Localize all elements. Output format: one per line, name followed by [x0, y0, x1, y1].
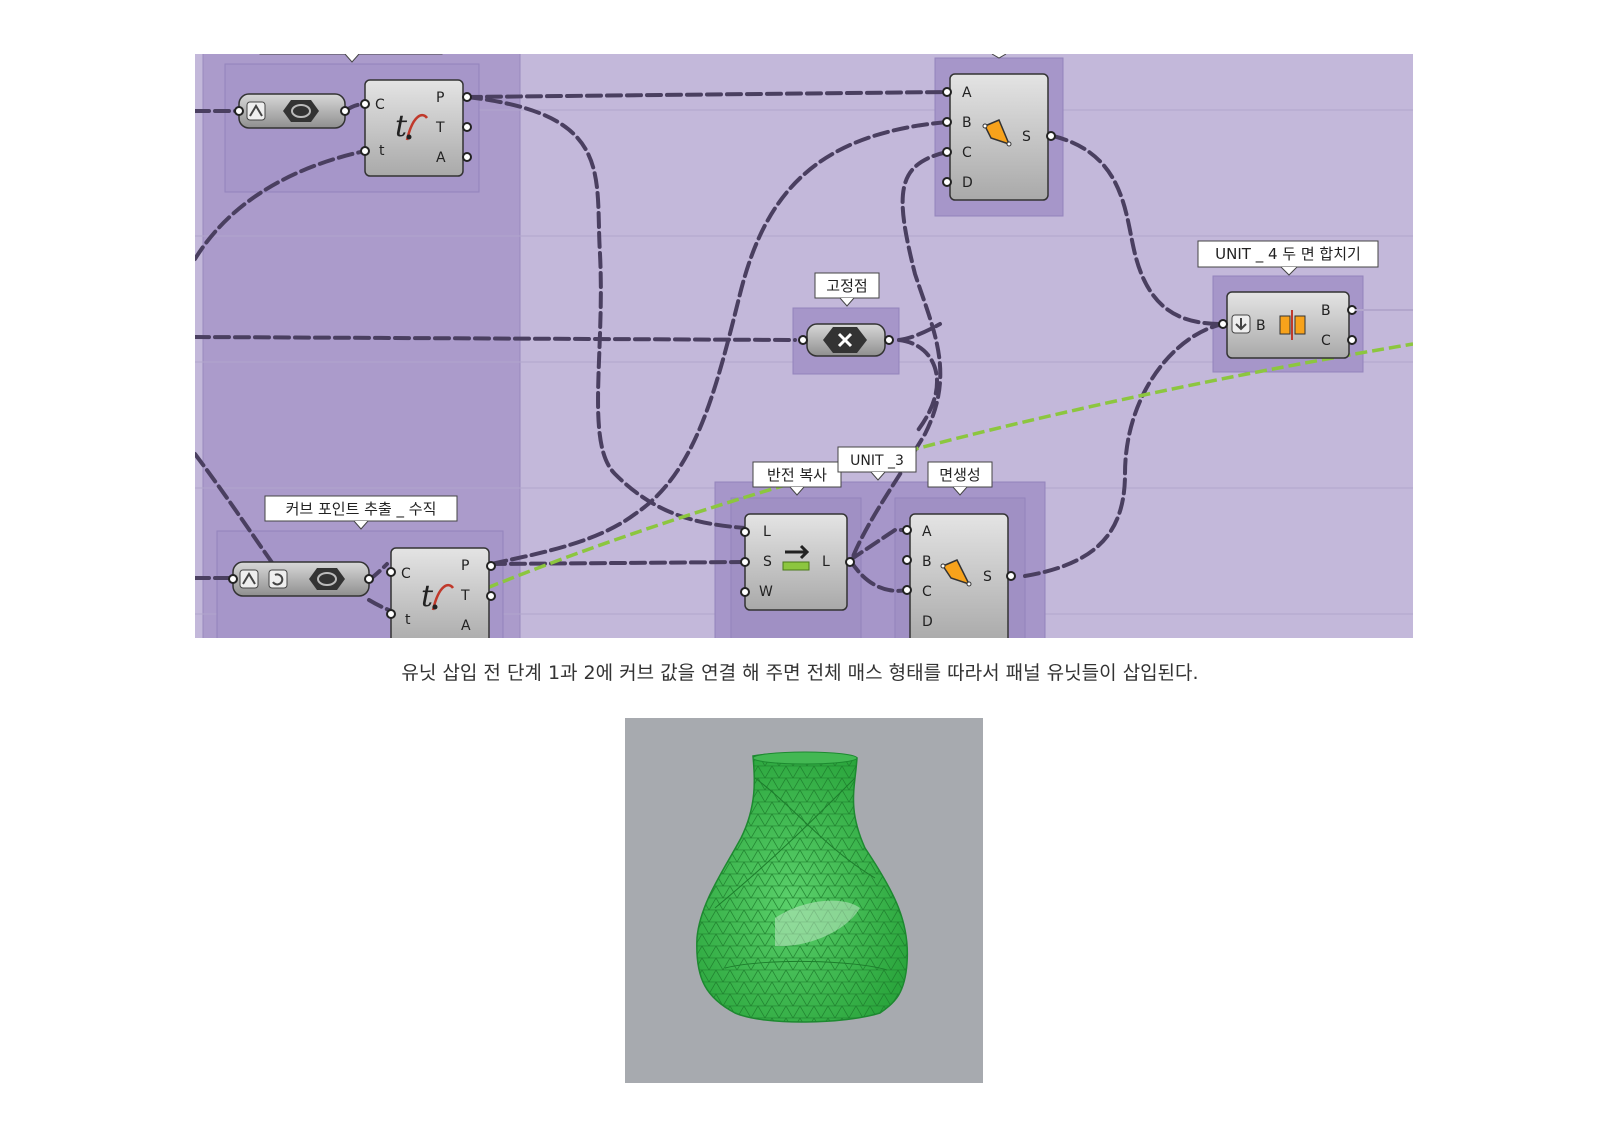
evaluate-curve-top[interactable]: C t P T A t	[360, 79, 472, 177]
anchor-point[interactable]	[798, 323, 894, 357]
label-mirror: 반전 복사	[752, 461, 842, 496]
svg-text:B: B	[1321, 303, 1331, 319]
label-unit3: UNIT _3	[837, 446, 917, 481]
surface-bottom[interactable]: A B C D S	[902, 513, 1016, 638]
curve-parameter-icon	[309, 568, 345, 590]
svg-text:A: A	[436, 150, 446, 166]
svg-text:t: t	[421, 579, 434, 614]
evaluate-curve-bottom[interactable]: C t P T A t	[386, 547, 496, 638]
label-curve-points: 커브 포인트 추출 _ 수직	[264, 495, 458, 530]
svg-text:T: T	[460, 588, 470, 604]
svg-text:고정점: 고정점	[826, 277, 867, 295]
svg-text:P: P	[436, 90, 444, 106]
brep-join-icon	[1279, 310, 1306, 340]
four-point-surface-icon	[940, 559, 972, 587]
svg-text:W: W	[759, 584, 773, 600]
svg-text:A: A	[922, 524, 932, 540]
brep-join[interactable]: B B C	[1218, 291, 1357, 359]
surface-top[interactable]: A B C D S	[942, 73, 1056, 201]
svg-text:UNIT _3: UNIT _3	[850, 453, 904, 469]
svg-text:t: t	[395, 109, 408, 144]
label-anchor: 고정점	[814, 272, 880, 307]
mirror-icon	[782, 544, 810, 571]
four-point-surface-icon	[982, 119, 1012, 147]
figure-caption: 유닛 삽입 전 단계 1과 2에 커브 값을 연결 해 주면 전체 매스 형태를…	[401, 662, 1199, 684]
svg-text:B: B	[1256, 318, 1266, 334]
svg-text:C: C	[1321, 333, 1331, 349]
svg-text:L: L	[763, 524, 771, 540]
svg-text:S: S	[983, 569, 992, 585]
arrow-down-icon	[1235, 318, 1247, 331]
svg-text:L: L	[822, 554, 830, 570]
svg-text:P: P	[461, 558, 469, 574]
svg-text:t: t	[405, 612, 411, 628]
svg-text:B: B	[962, 115, 972, 131]
svg-text:S: S	[1022, 129, 1031, 145]
label-surface-bottom: 면생성	[927, 461, 993, 496]
grasshopper-canvas[interactable]: UNIT _ 4 두 면 합치기 고정점 반전 복사 UNIT _3 면생성 커…	[195, 54, 1413, 638]
curve-param-bottom[interactable]	[228, 561, 374, 597]
svg-text:C: C	[375, 97, 385, 113]
selected-wire	[486, 342, 1413, 590]
svg-text:T: T	[435, 120, 445, 136]
curve-parameter-icon	[283, 100, 319, 122]
svg-text:면생성: 면생성	[939, 466, 980, 484]
evaluate-curve-icon: t	[395, 109, 429, 144]
mirror[interactable]: L S W L	[740, 513, 855, 611]
svg-text:C: C	[401, 566, 411, 582]
svg-text:A: A	[461, 618, 471, 634]
svg-text:A: A	[962, 85, 972, 101]
svg-text:t: t	[379, 143, 385, 159]
label-unit4: UNIT _ 4 두 면 합치기	[1197, 240, 1379, 276]
chevron-up-icon	[249, 104, 263, 117]
svg-text:B: B	[922, 554, 932, 570]
reverse-icon	[272, 573, 284, 586]
svg-text:C: C	[922, 584, 932, 600]
curve-param-top[interactable]	[234, 93, 350, 129]
svg-text:D: D	[922, 614, 933, 630]
svg-text:UNIT _ 4 두 면 합치기: UNIT _ 4 두 면 합치기	[1215, 245, 1361, 264]
svg-text:C: C	[962, 145, 972, 161]
svg-text:D: D	[962, 175, 973, 191]
svg-text:반전 복사: 반전 복사	[767, 466, 827, 484]
mesh-render-viewport	[625, 718, 983, 1083]
svg-text:커브 포인트 추출 _ 수직: 커브 포인트 추출 _ 수직	[286, 500, 437, 519]
svg-text:S: S	[763, 554, 772, 570]
chevron-up-icon	[242, 572, 256, 585]
evaluate-curve-icon: t	[421, 579, 455, 614]
vase-mesh-render	[696, 751, 909, 1023]
